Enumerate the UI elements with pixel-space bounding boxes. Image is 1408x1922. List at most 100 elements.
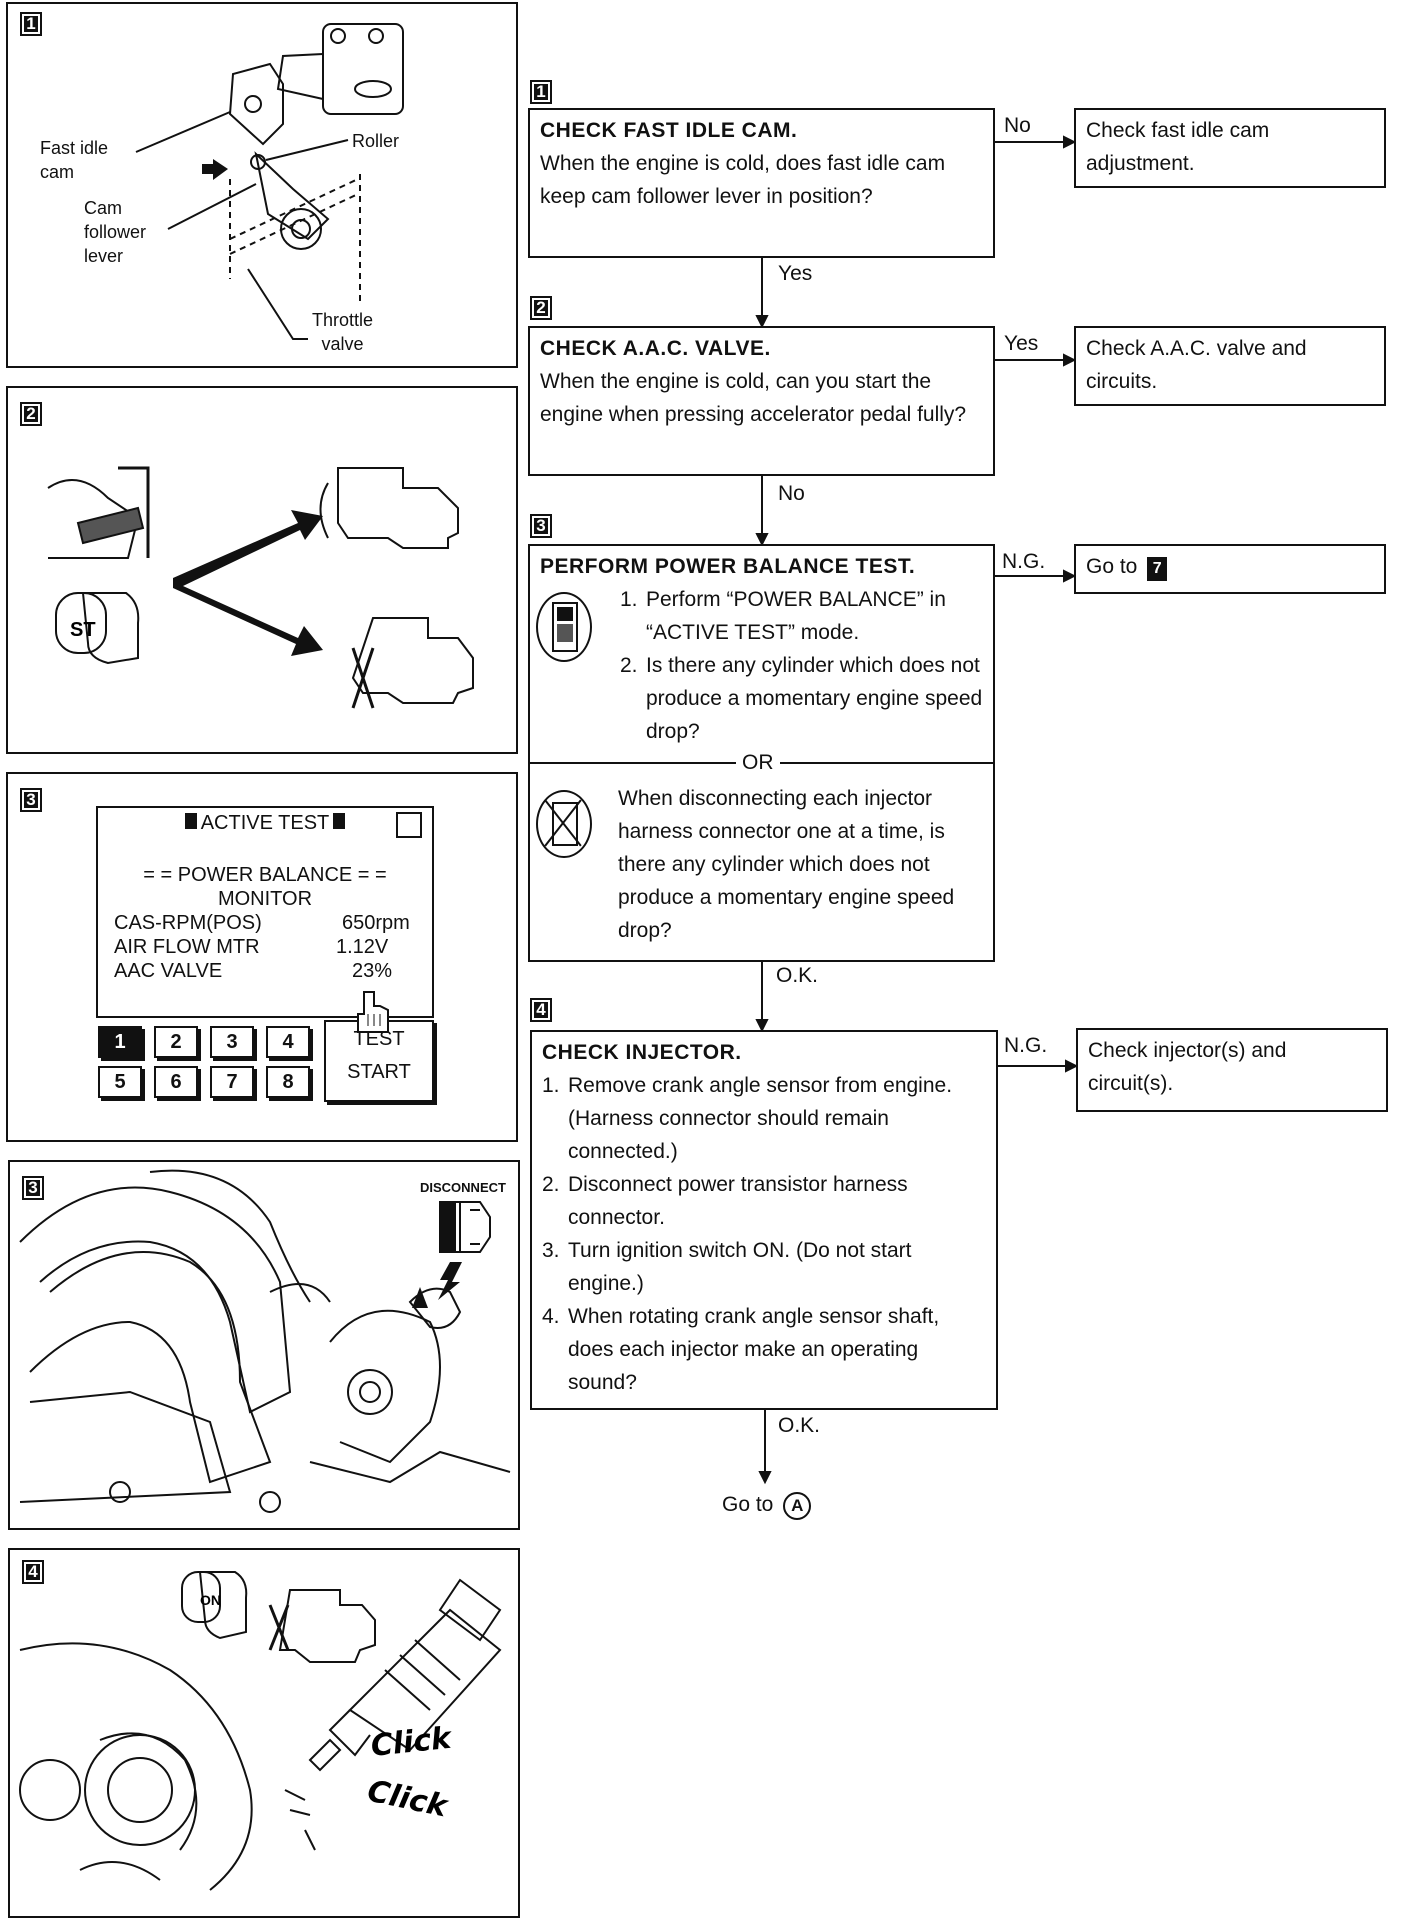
step4-check-injector: CHECK INJECTOR. 1.Remove crank angle sen… (530, 1030, 998, 1410)
step4-items: 1.Remove crank angle sensor from engine.… (542, 1069, 986, 1399)
row-value: 650rpm (342, 912, 410, 934)
item-text: Perform “POWER BALANCE” in “ACTIVE TEST”… (646, 588, 946, 644)
step2-question: When the engine is cold, can you start t… (540, 370, 967, 426)
fast-idle-cam-illustration (135, 23, 404, 340)
item-text: Is there any cylinder which does not pro… (646, 654, 983, 743)
figure-number-tag: 1 (20, 12, 42, 36)
row-name: AAC VALVE (114, 960, 223, 982)
pointing-hand-icon (357, 991, 389, 1033)
step1-title: CHECK FAST IDLE CAM. (540, 119, 798, 142)
step2-yes-result: Check A.A.C. valve and circuits. (1074, 326, 1386, 406)
step-number-tag: 2 (530, 296, 552, 320)
step3-ng-goto: Go to (1086, 555, 1138, 578)
figure-start-engine: 2 ST (6, 386, 518, 754)
label-fast-idle-cam: Fast idle cam (40, 138, 109, 182)
list-item: 1. Perform “POWER BALANCE” in “ACTIVE TES… (620, 583, 983, 649)
step4-ok-label: O.K. (778, 1414, 821, 1437)
figure-fast-idle-cam: 1 Fast idle cam Roller Cam follower leve… (6, 2, 518, 368)
step3-ng-label: N.G. (1002, 550, 1046, 573)
step1-question: When the engine is cold, does fast idle … (540, 152, 946, 208)
figure-disconnect-connector: 3 DISCONNECT (8, 1160, 520, 1530)
step3-ok-label: O.K. (776, 964, 819, 987)
monitor-row: AIR FLOW MTR 1.12V (114, 936, 414, 959)
item-text: Remove crank angle sensor from engine. (… (568, 1074, 953, 1163)
active-test-title: ACTIVE TEST (200, 812, 330, 834)
step-number-tag: 3 (530, 514, 552, 538)
key-8[interactable]: 8 (266, 1066, 310, 1098)
figure-consult-screen: 3 ACTIVE TEST = = POWER BALANCE = = MONI… (6, 772, 518, 1142)
power-balance-title: = = POWER BALANCE = = (143, 864, 387, 886)
key-3[interactable]: 3 (210, 1026, 254, 1058)
step3-items: 1. Perform “POWER BALANCE” in “ACTIVE TES… (620, 583, 983, 748)
consult-tester-icon (536, 592, 592, 662)
step-number-tag: 4 (530, 998, 552, 1022)
step3-alternative: When disconnecting each injector harness… (618, 787, 955, 942)
engine-intake-illustration (19, 1169, 511, 1513)
row-value: 1.12V (336, 936, 389, 958)
figure-number-tag: 3 (20, 788, 42, 812)
monitor-row: CAS-RPM(POS) 650rpm (114, 912, 414, 935)
item-text: When rotating crank angle sensor shaft, … (568, 1305, 940, 1394)
click-sound-text-1: Click (369, 1721, 455, 1764)
row-name: AIR FLOW MTR (114, 936, 260, 958)
step-7-tag[interactable]: 7 (1147, 557, 1168, 581)
step2-yes-label: Yes (1004, 332, 1039, 355)
list-item: 1.Remove crank angle sensor from engine.… (542, 1069, 986, 1168)
key-4[interactable]: 4 (266, 1026, 310, 1058)
step4-ng-result-text: Check injector(s) and circuit(s). (1088, 1039, 1287, 1095)
or-divider: OR (530, 746, 993, 779)
ignition-key-on-label: ON (200, 1592, 221, 1608)
step3-title: PERFORM POWER BALANCE TEST. (540, 555, 916, 578)
step-number-tag: 1 (530, 80, 552, 104)
or-label: OR (736, 746, 780, 779)
label-disconnect: DISCONNECT (420, 1180, 506, 1195)
figure-injector-sound: 4 ON Click Click (8, 1548, 520, 1918)
active-test-screen: ACTIVE TEST = = POWER BALANCE = = MONITO… (96, 806, 434, 1018)
item-number: 4. (542, 1305, 560, 1328)
item-number: 2. (542, 1173, 560, 1196)
figure-number-tag: 4 (22, 1560, 44, 1584)
key-2[interactable]: 2 (154, 1026, 198, 1058)
step1-yes-label: Yes (778, 262, 813, 285)
final-goto-text: Go to (722, 1493, 774, 1516)
circle-a-icon[interactable]: A (783, 1492, 812, 1520)
step1-no-result: Check fast idle cam adjustment. (1074, 108, 1386, 188)
monitor-title: MONITOR (217, 888, 313, 910)
no-injector-icon (536, 790, 592, 858)
row-name: CAS-RPM(POS) (114, 912, 262, 934)
key-7[interactable]: 7 (210, 1066, 254, 1098)
crank-angle-sensor-illustration: ON Click Click (19, 1571, 502, 1891)
step3-power-balance-test: PERFORM POWER BALANCE TEST. 1. Perform “P… (528, 544, 995, 962)
label-throttle-valve: Throttle valve (312, 310, 374, 354)
item-text: Turn ignition switch ON. (Do not start e… (568, 1239, 912, 1295)
step1-no-label: No (1004, 114, 1031, 137)
ignition-key-st-label: ST (70, 619, 96, 641)
screen-header: ACTIVE TEST (98, 812, 432, 835)
final-goto: Go to A (722, 1492, 812, 1520)
list-item: 2. Is there any cylinder which does not p… (620, 649, 983, 748)
block-icon (333, 813, 346, 829)
step2-title: CHECK A.A.C. VALVE. (540, 337, 771, 360)
block-icon (184, 813, 197, 829)
item-number: 2. (620, 654, 638, 677)
step3-ng-result: Go to 7 (1074, 544, 1386, 594)
key-6[interactable]: 6 (154, 1066, 198, 1098)
step1-check-fast-idle-cam: CHECK FAST IDLE CAM. When the engine is … (528, 108, 995, 258)
key-5[interactable]: 5 (98, 1066, 142, 1098)
test-start-key[interactable]: TEST START (324, 1020, 434, 1102)
list-item: 3. Turn ignition switch ON. (Do not start… (542, 1234, 986, 1300)
item-text: Disconnect power transistor harness conn… (568, 1173, 908, 1229)
key-1[interactable]: 1 (98, 1026, 142, 1058)
item-number: 1. (620, 588, 638, 611)
step2-check-aac-valve: CHECK A.A.C. VALVE. When the engine is c… (528, 326, 995, 476)
pedal-and-engine-illustration: ST (47, 466, 474, 709)
item-number: 3. (542, 1239, 560, 1262)
figure-number-tag: 3 (22, 1176, 44, 1200)
row-value: 23% (352, 960, 393, 982)
step4-title: CHECK INJECTOR. (542, 1041, 742, 1064)
start-label: START (347, 1061, 411, 1083)
step4-ng-result: Check injector(s) and circuit(s). (1076, 1028, 1388, 1112)
list-item: 4. When rotating crank angle sensor shaft… (542, 1300, 986, 1399)
label-cam-follower-lever: Cam follower lever (84, 198, 147, 266)
screen-corner-box[interactable] (396, 812, 422, 838)
